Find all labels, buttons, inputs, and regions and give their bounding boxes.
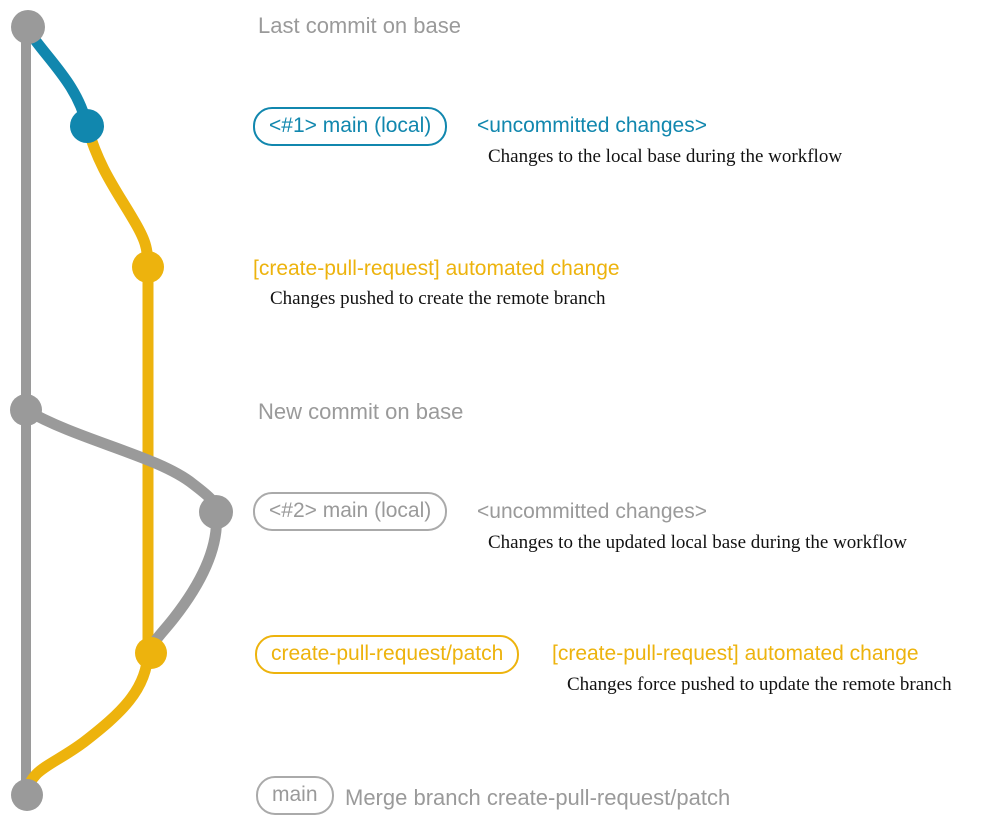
note-updated-local-base: Changes to the updated local base during… [488, 532, 907, 553]
branch-badge-patch: create-pull-request/patch [255, 635, 520, 674]
automated-change-title-1: [create-pull-request] automated change [253, 257, 620, 280]
note-pushed-create: Changes pushed to create the remote bran… [270, 288, 606, 309]
new-commit-label: New commit on base [258, 399, 464, 424]
commit-dot-merge [11, 779, 43, 811]
git-graph [10, 10, 233, 811]
commit-dot-patch-1 [132, 251, 164, 283]
commit-dot-local-2 [199, 495, 233, 529]
note-force-pushed: Changes force pushed to update the remot… [567, 674, 952, 695]
patch-branch-line [21, 120, 154, 801]
commit-dot-new-base [10, 394, 42, 426]
note-local-base: Changes to the local base during the wor… [488, 146, 843, 167]
uncommitted-changes-tag-2: <uncommitted changes> [477, 500, 707, 523]
merge-branch-label: Merge branch create-pull-request/patch [345, 785, 731, 810]
commit-dot-last-base [11, 10, 45, 44]
branch-badge-main: main [256, 776, 334, 815]
automated-change-title-2: [create-pull-request] automated change [552, 642, 919, 665]
commit-dot-local-1 [70, 109, 104, 143]
base-rebase-curve [20, 404, 222, 659]
commit-dot-patch-2 [135, 637, 167, 669]
uncommitted-changes-tag-1: <uncommitted changes> [477, 114, 707, 137]
branch-badge-main-local-1: <#1> main (local) [253, 107, 448, 146]
last-commit-label: Last commit on base [258, 13, 461, 38]
branch-badge-main-local-2: <#2> main (local) [253, 492, 448, 531]
